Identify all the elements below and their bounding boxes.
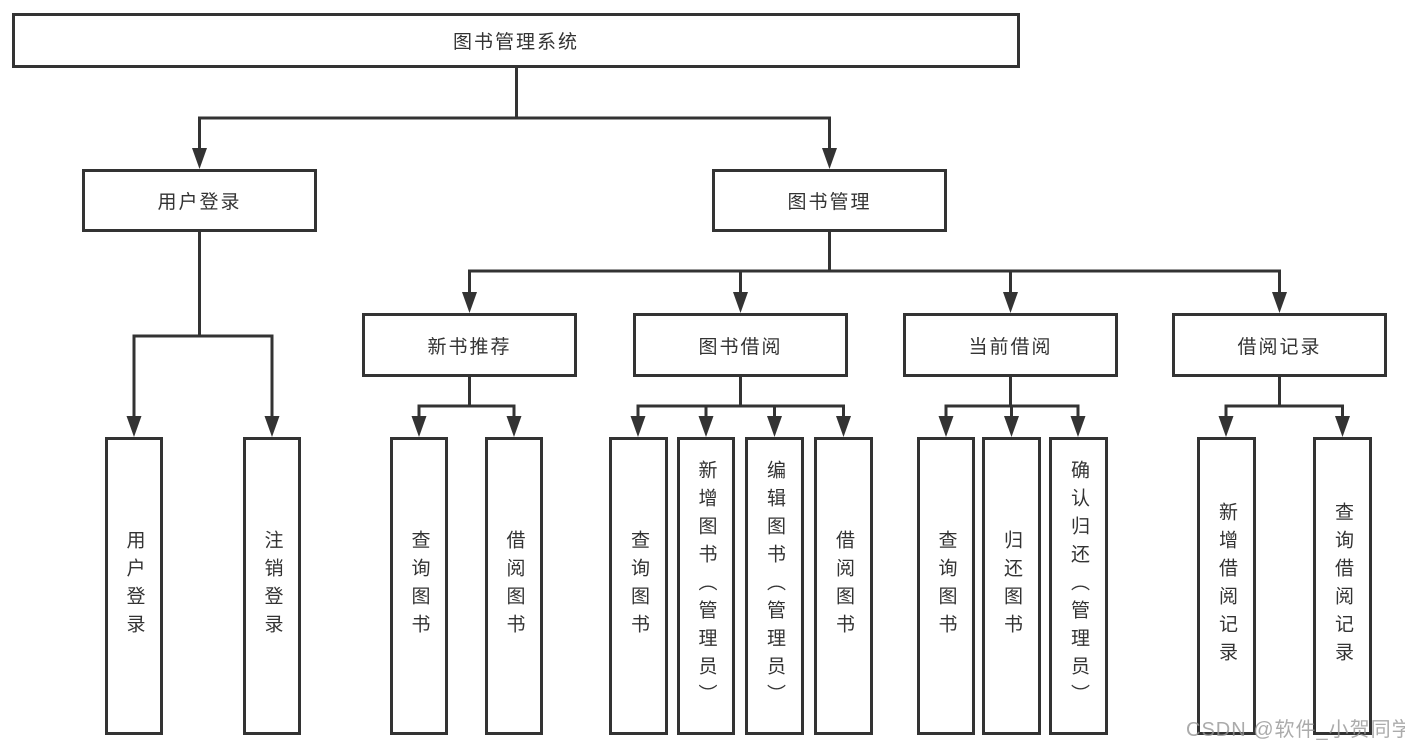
leaf-query-books-borrow: 查询图书	[609, 437, 668, 735]
leaf-borrow-books-recommend: 借阅图书	[485, 437, 543, 735]
connector-root-to-level2	[192, 68, 837, 169]
connector-current-borrow-children	[938, 377, 1086, 437]
leaf-add-books-admin: 新增图书（管理员）	[677, 437, 735, 735]
leaf-query-books-current: 查询图书	[917, 437, 975, 735]
node-root: 图书管理系统	[12, 13, 1020, 68]
node-current-borrow: 当前借阅	[903, 313, 1118, 377]
node-new-book-recommend: 新书推荐	[362, 313, 577, 377]
leaf-user-login: 用户登录	[105, 437, 163, 735]
leaf-add-borrow-record: 新增借阅记录	[1197, 437, 1256, 735]
connector-user-login-children	[126, 232, 280, 437]
leaf-borrow-books: 借阅图书	[814, 437, 873, 735]
node-user-login: 用户登录	[82, 169, 317, 232]
connector-book-borrow-children	[630, 377, 851, 437]
watermark: CSDN @软件_小贺同学	[1186, 719, 1405, 741]
leaf-logout-login: 注销登录	[243, 437, 301, 735]
connector-borrow-records-children	[1218, 377, 1350, 437]
node-book-management: 图书管理	[712, 169, 947, 232]
node-book-borrow: 图书借阅	[633, 313, 848, 377]
leaf-return-books: 归还图书	[982, 437, 1041, 735]
leaf-confirm-return-admin: 确认归还（管理员）	[1049, 437, 1108, 735]
leaf-query-borrow-record: 查询借阅记录	[1313, 437, 1372, 735]
node-borrow-records: 借阅记录	[1172, 313, 1387, 377]
leaf-edit-books-admin: 编辑图书（管理员）	[745, 437, 804, 735]
connector-new-book-recommend-children	[411, 377, 522, 437]
connector-book-management-to-level3	[462, 232, 1287, 313]
leaf-query-books-recommend: 查询图书	[390, 437, 448, 735]
